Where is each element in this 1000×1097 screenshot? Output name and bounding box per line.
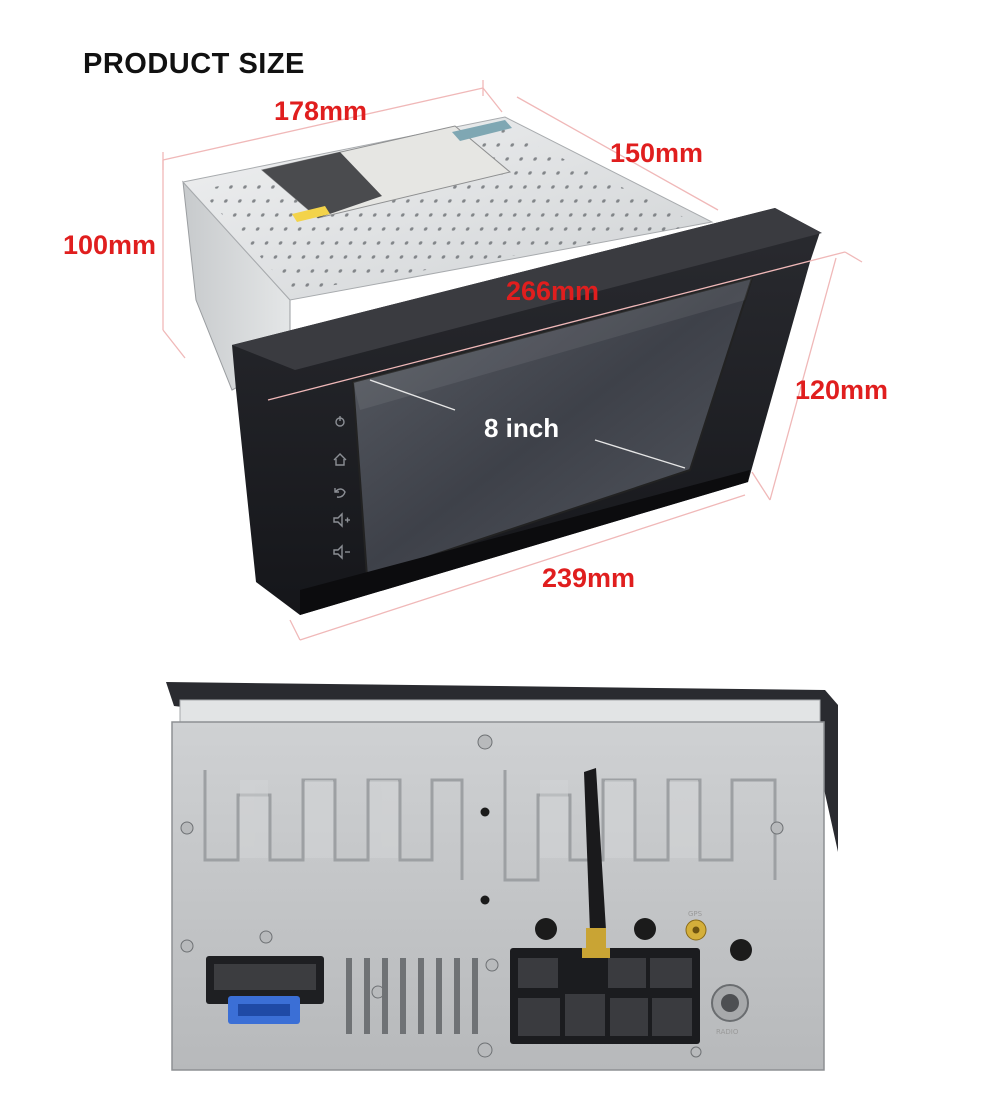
- rear-view-unit: [166, 682, 838, 1071]
- blue-fuse-inner: [238, 1004, 290, 1016]
- dimension-line-120: [769, 257, 837, 501]
- warning-sticker: [292, 206, 330, 222]
- page-title: PRODUCT SIZE: [83, 48, 305, 80]
- gps-caption: GPS: [688, 910, 703, 918]
- heatsink-pattern: [203, 770, 777, 882]
- dimension-lines: [162, 80, 863, 641]
- connector-sockets: [518, 958, 692, 1036]
- dimension-label-height-front: 120mm: [795, 375, 889, 405]
- dimension-label-width-bottom: 239mm: [542, 563, 636, 593]
- dimension-line-266: [267, 251, 846, 401]
- dimension-label-width-top: 178mm: [274, 96, 368, 126]
- volume-down-icon: [333, 544, 350, 560]
- dimension-label-height-body: 100mm: [63, 230, 157, 260]
- front-buttons: [333, 416, 350, 560]
- vent-slots: [346, 958, 478, 1034]
- screen-diagonal: [369, 379, 686, 469]
- screws: [180, 734, 784, 1058]
- left-connector-pins: [214, 964, 316, 990]
- chassis-top-unit: [162, 80, 863, 641]
- barcode-strip: [452, 120, 512, 141]
- radio-caption: RADIO: [716, 1028, 739, 1036]
- touch-screen: [351, 276, 754, 579]
- dimension-line-150: [516, 96, 719, 211]
- bezel-bottom-lip: [300, 470, 750, 615]
- dimension-line-178: [162, 87, 484, 161]
- bezel-top-ridge: [232, 208, 822, 370]
- power-icon: [335, 416, 345, 427]
- gps-jack: [685, 919, 707, 941]
- screen-size-label: 8 inch: [484, 413, 560, 443]
- antenna-icon: [582, 768, 610, 958]
- home-icon: [333, 453, 347, 466]
- radio-jack: [711, 984, 749, 1022]
- back-icon: [334, 488, 346, 498]
- round-holes: [480, 807, 752, 961]
- spec-label-dark: [262, 152, 382, 218]
- dimension-line-239: [299, 494, 746, 641]
- heatsink-fill: [240, 780, 698, 858]
- screen-glare: [353, 278, 752, 410]
- volume-up-icon: [333, 512, 350, 528]
- dimension-label-front-diagonal: 266mm: [506, 276, 600, 306]
- dimension-label-depth: 150mm: [610, 138, 704, 168]
